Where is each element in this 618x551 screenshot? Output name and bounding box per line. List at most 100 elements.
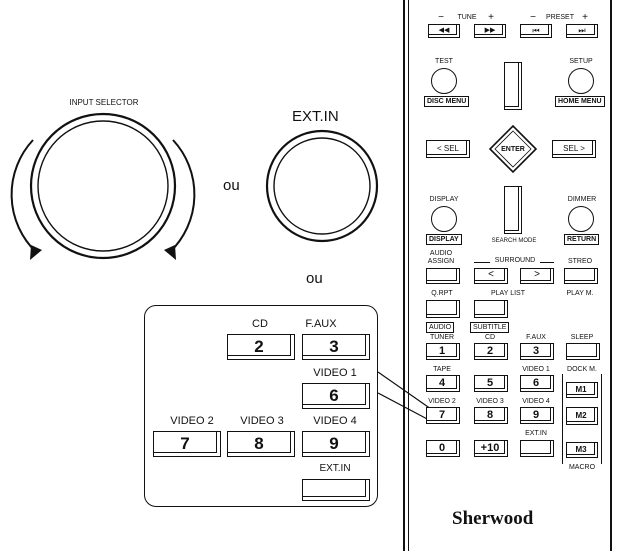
panel-label-cd: CD [252, 318, 268, 330]
preset-minus: − [530, 12, 536, 23]
ou-text-1: ou [223, 177, 240, 194]
display-label: DISPLAY [429, 196, 459, 203]
enlarged-button-panel [144, 305, 378, 507]
subtitle-button[interactable] [474, 300, 508, 318]
tune-down-button[interactable]: ◀◀ [428, 24, 460, 38]
surround-line-left [474, 262, 490, 263]
r-m1-button[interactable]: M1 [566, 382, 598, 398]
audio-tag: AUDIO [426, 322, 455, 333]
setup-button[interactable] [568, 68, 594, 94]
search-mode-label: SEARCH MODE [491, 238, 537, 244]
r-sleep-label: SLEEP [570, 334, 594, 341]
test-button[interactable] [431, 68, 457, 94]
r-sleep-button[interactable] [566, 343, 600, 360]
preset-down-button[interactable]: ⏮ [520, 24, 552, 38]
q-rpt-label: Q.RPT [431, 290, 453, 297]
r-faux-label: F.AUX [526, 334, 546, 341]
panel-key-faux[interactable]: 3 [302, 334, 370, 360]
r-m2-button[interactable]: M2 [566, 407, 598, 425]
r-video1-label: VIDEO 1 [522, 366, 550, 373]
r-tape-label: TAPE [433, 366, 451, 373]
play-list-label: PLAY LIST [491, 290, 525, 297]
r-video4-label: VIDEO 4 [522, 398, 550, 405]
r-video2-label: VIDEO 2 [428, 398, 456, 405]
r-tuner-button[interactable]: 1 [426, 343, 460, 360]
rewind-icon: ◀◀ [438, 27, 450, 34]
ext-in-knob[interactable] [262, 126, 382, 246]
panel-label-video1: VIDEO 1 [313, 367, 357, 379]
setup-label: SETUP [569, 58, 593, 65]
ou-text-2: ou [306, 270, 323, 287]
r-tuner-label: TUNER [429, 334, 455, 341]
enter-button[interactable] [488, 124, 538, 174]
display-tag: DISPLAY [426, 234, 462, 245]
r-faux-button[interactable]: 3 [520, 343, 554, 360]
r-video2-button[interactable]: 7 [426, 407, 460, 424]
r-m3-button[interactable]: M3 [566, 442, 598, 458]
panel-label-video2: VIDEO 2 [170, 415, 214, 427]
return-tag: RETURN [564, 234, 600, 245]
remote-body-left-edge [403, 0, 405, 551]
panel-label-faux: F.AUX [305, 318, 337, 330]
panel-label-extin: EXT.IN [319, 463, 351, 474]
streo-label: STREO [567, 258, 593, 265]
remote-body-right-edge [610, 0, 612, 551]
surround-left-button[interactable]: < [474, 268, 508, 284]
r-cd-button[interactable]: 2 [474, 343, 508, 360]
r-5-button[interactable]: 5 [474, 375, 508, 392]
tune-plus: + [488, 12, 494, 23]
tune-minus: − [438, 12, 444, 23]
home-menu-tag: HOME MENU [555, 96, 605, 107]
subtitle-tag: SUBTITLE [470, 322, 510, 333]
panel-label-video4: VIDEO 4 [313, 415, 357, 427]
r-video1-button[interactable]: 6 [520, 375, 554, 392]
audio-assign-label: AUDIO ASSIGN [427, 250, 455, 265]
preset-label: PRESET [545, 14, 574, 21]
preset-plus: + [582, 12, 588, 23]
r-cd-label: CD [484, 334, 496, 341]
input-selector-label: INPUT SELECTOR [69, 98, 139, 107]
dock-macro-bracket [562, 374, 602, 470]
audio-assign-button[interactable] [426, 268, 460, 284]
r-plus10-button[interactable]: +10 [474, 440, 508, 457]
play-m-label: PLAY M. [566, 290, 594, 297]
dimmer-label: DIMMER [567, 196, 597, 203]
disc-menu-tag: DISC MENU [424, 96, 470, 107]
r-video3-button[interactable]: 8 [474, 407, 508, 424]
skip-back-icon: ⏮ [532, 26, 540, 35]
enter-label: ENTER [501, 146, 525, 153]
panel-key-cd[interactable]: 2 [227, 334, 295, 360]
r-extin-button[interactable] [520, 440, 554, 457]
streo-button[interactable] [564, 268, 598, 284]
panel-key-video2[interactable]: 7 [153, 431, 221, 457]
sel-right-button[interactable]: SEL > [552, 140, 596, 158]
ext-in-knob-label: EXT.IN [292, 108, 339, 125]
panel-key-extin[interactable] [302, 479, 370, 501]
audio-button[interactable] [426, 300, 460, 318]
remote-body-inner-edge [408, 0, 409, 551]
panel-key-video3[interactable]: 8 [227, 431, 295, 457]
dimmer-button[interactable] [568, 206, 594, 232]
preset-up-button[interactable]: ⏭ [566, 24, 598, 38]
panel-label-video3: VIDEO 3 [240, 415, 284, 427]
r-dock-m-label: DOCK M. [567, 366, 597, 373]
display-button[interactable] [431, 206, 457, 232]
surround-label: SURROUND [494, 257, 536, 264]
sel-left-button[interactable]: < SEL [426, 140, 470, 158]
down-bar-button[interactable] [504, 186, 522, 234]
r-extin-label: EXT.IN [525, 430, 547, 437]
up-bar-button[interactable] [504, 62, 522, 110]
fast-forward-icon: ▶▶ [484, 27, 496, 34]
r-video3-label: VIDEO 3 [476, 398, 504, 405]
tune-up-button[interactable]: ▶▶ [474, 24, 506, 38]
surround-line-right [540, 262, 554, 263]
r-video4-button[interactable]: 9 [520, 407, 554, 424]
r-tape-button[interactable]: 4 [426, 375, 460, 392]
macro-label: MACRO [562, 464, 602, 471]
input-selector-knob[interactable] [0, 100, 210, 275]
r-0-button[interactable]: 0 [426, 440, 460, 457]
skip-forward-icon: ⏭ [578, 26, 586, 35]
panel-key-video4[interactable]: 9 [302, 431, 370, 457]
panel-key-video1[interactable]: 6 [302, 383, 370, 409]
surround-right-button[interactable]: > [520, 268, 554, 284]
